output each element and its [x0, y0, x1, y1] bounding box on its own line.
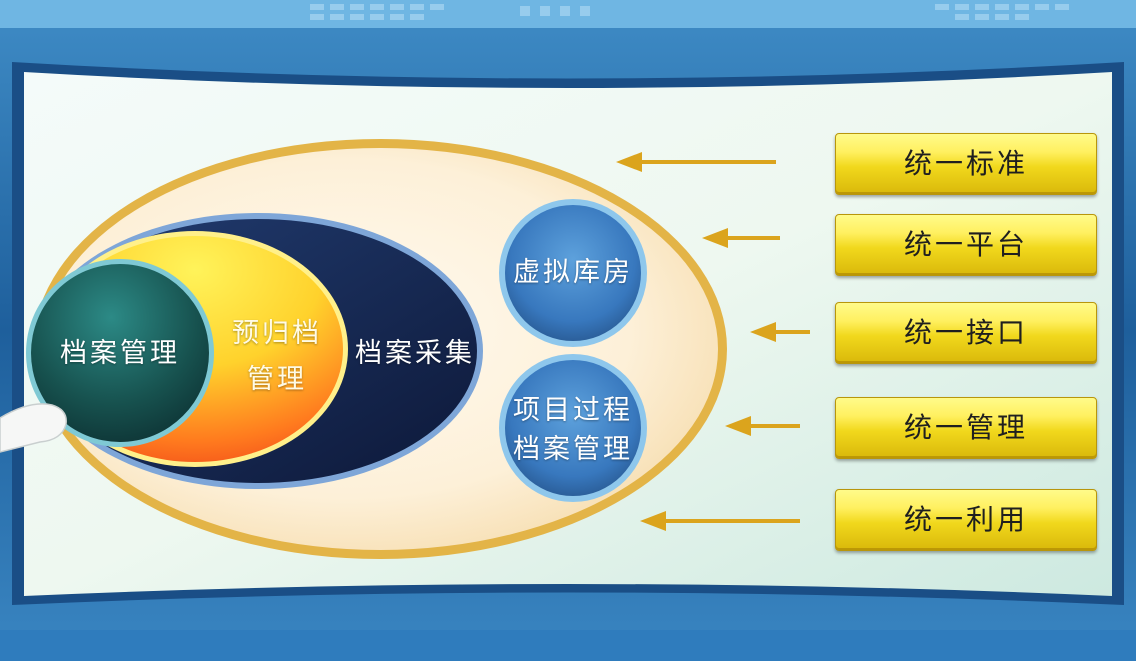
archive-management-label: 档案管理 [60, 338, 180, 369]
bottom-band [0, 630, 1136, 661]
top-pattern [310, 4, 1069, 20]
unified-management-button[interactable]: 统一管理 [835, 397, 1097, 459]
virtual-warehouse-sphere [505, 205, 641, 341]
arrow-4-icon [725, 416, 800, 436]
project-archive-label-line2: 档案管理 [513, 434, 633, 465]
project-archive-sphere [505, 360, 641, 496]
arrow-5-icon [640, 511, 800, 531]
archive-collection-label: 档案采集 [355, 338, 475, 369]
pointing-hand-icon [0, 403, 67, 453]
unified-platform-button[interactable]: 统一平台 [835, 214, 1097, 276]
pre-archive-label-line2: 管理 [247, 364, 307, 395]
pre-archive-label-line1: 预归档 [232, 318, 322, 349]
project-archive-label-line1: 项目过程 [513, 395, 633, 426]
unified-standard-button[interactable]: 统一标准 [835, 133, 1097, 195]
arrow-1-icon [616, 152, 776, 172]
arrows [616, 152, 810, 531]
arrow-2-icon [702, 228, 780, 248]
virtual-warehouse-label: 虚拟库房 [513, 257, 633, 288]
arrow-3-icon [750, 322, 810, 342]
unified-utilization-button[interactable]: 统一利用 [835, 489, 1097, 551]
archive-management-circle [31, 264, 209, 442]
unified-interface-button[interactable]: 统一接口 [835, 302, 1097, 364]
